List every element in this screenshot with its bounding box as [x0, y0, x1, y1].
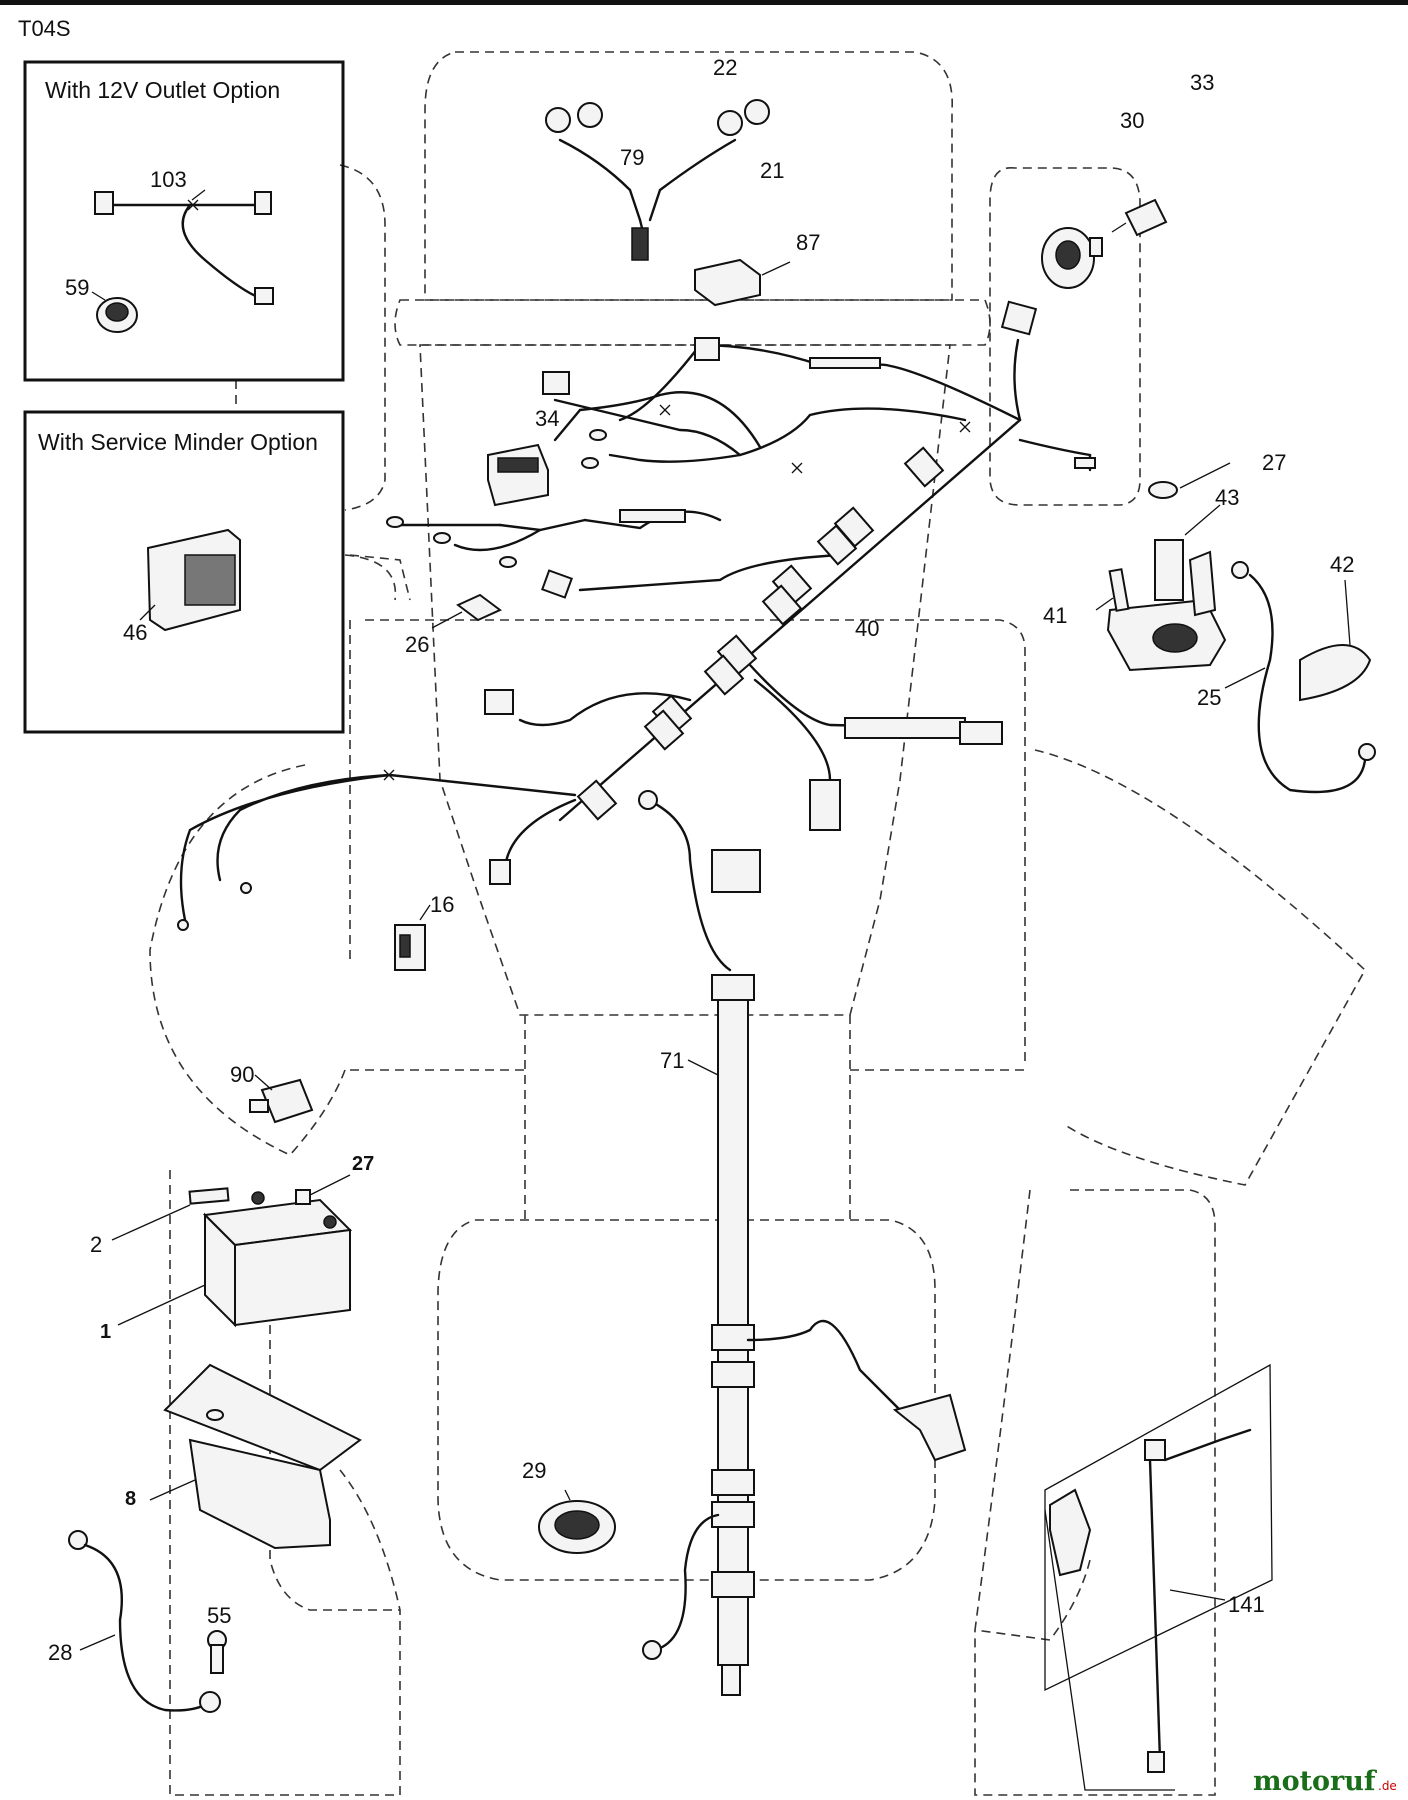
part-28-cable	[68, 1530, 221, 1713]
callout-25: 25	[1197, 685, 1221, 710]
part-26-fuse	[431, 593, 502, 629]
callout-27b: 27	[352, 1153, 374, 1175]
callout-103: 103	[150, 167, 187, 192]
option-title-12v: With 12V Outlet Option	[45, 77, 280, 103]
part-41-bolt	[1095, 568, 1130, 612]
motoruf-logo: motoruf .de	[1253, 1766, 1397, 1797]
part-42-boot	[1299, 579, 1372, 702]
part-71-harness	[638, 790, 967, 1696]
callout-30: 30	[1120, 108, 1144, 133]
callout-55: 55	[207, 1603, 231, 1628]
callout-59: 59	[65, 275, 89, 300]
tractor-outline	[169, 51, 1367, 1796]
callout-34: 34	[535, 406, 559, 431]
option-box-service-minder: With Service Minder Option	[23, 410, 345, 734]
callout-22: 22	[713, 55, 737, 80]
callout-1: 1	[100, 1321, 111, 1343]
callout-71: 71	[660, 1048, 684, 1073]
part-callouts: 22 79 21 87 30 33 34 40 26 27 43 41 42 2…	[48, 55, 1354, 1665]
callout-41: 41	[1043, 603, 1067, 628]
part-34-switch	[487, 443, 549, 507]
callout-46: 46	[123, 620, 147, 645]
part-16-connector	[394, 904, 431, 971]
part-55-screw	[207, 1630, 227, 1674]
part-30-ignition	[1041, 227, 1103, 289]
part-25-cable	[1224, 561, 1376, 794]
main-harness	[177, 300, 1096, 931]
callout-16: 16	[430, 892, 454, 917]
callout-28: 28	[48, 1640, 72, 1665]
part-90-block	[249, 1074, 314, 1124]
part-87-relay	[694, 258, 791, 307]
diagram-code: T04S	[18, 16, 71, 41]
callout-40: 40	[855, 616, 879, 641]
callout-87: 87	[796, 230, 820, 255]
option-title-service: With Service Minder Option	[38, 429, 318, 455]
part-43-solenoid	[1106, 462, 1231, 672]
headlight-harness	[545, 99, 770, 261]
option-box-12v: With 12V Outlet Option	[23, 60, 345, 382]
part-141-bracket	[1044, 1363, 1273, 1791]
callout-43: 43	[1215, 485, 1239, 510]
battery-detail-outline	[149, 764, 346, 1156]
top-border	[0, 0, 1408, 5]
callout-141: 141	[1228, 1592, 1265, 1617]
callout-8: 8	[125, 1488, 136, 1510]
part-29-grommet	[538, 1489, 616, 1554]
svg-text:.de: .de	[1378, 1779, 1397, 1793]
svg-text:motoruf: motoruf	[1253, 1766, 1378, 1797]
callout-27a: 27	[1262, 450, 1286, 475]
part-1-battery	[117, 1191, 353, 1328]
callout-79: 79	[620, 145, 644, 170]
part-8-tray	[149, 1363, 362, 1550]
callout-26: 26	[405, 632, 429, 657]
callout-90: 90	[230, 1062, 254, 1087]
callout-42: 42	[1330, 552, 1354, 577]
callout-2: 2	[90, 1232, 102, 1257]
callout-21: 21	[760, 158, 784, 183]
part-33-key	[1111, 198, 1168, 237]
part-2-bolt	[111, 1187, 230, 1241]
callout-29: 29	[522, 1458, 546, 1483]
part-27-nut	[295, 1174, 351, 1205]
callout-33: 33	[1190, 70, 1214, 95]
